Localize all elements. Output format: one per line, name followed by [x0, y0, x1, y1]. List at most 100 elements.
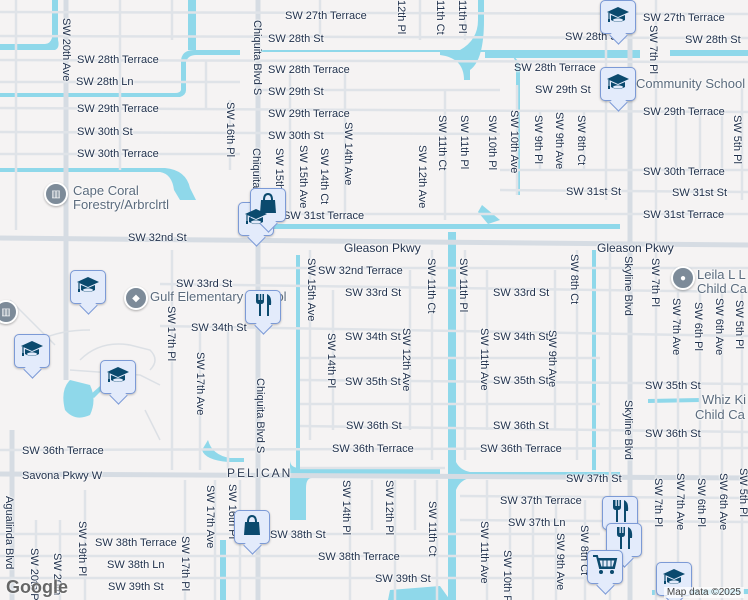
street-label-vertical: SW 15th Ave: [297, 145, 309, 209]
museum-icon[interactable]: ▥: [0, 300, 18, 324]
street-label: SW 29th St: [535, 84, 591, 96]
street-label: SW 33rd St: [345, 287, 402, 299]
street-label: SW 35th St: [493, 375, 549, 387]
street-label: SW 39th St: [108, 581, 164, 593]
street-label: SW 37th Terrace: [500, 495, 582, 507]
street-label: SW 38th St: [270, 529, 326, 541]
graduation-cap-icon: [20, 339, 44, 364]
school-pin[interactable]: [100, 360, 136, 394]
graduation-cap-icon: [606, 72, 630, 97]
place-icon[interactable]: ●: [671, 266, 695, 290]
street-label: SW 29th Terrace: [77, 103, 159, 115]
street-label: SW 34th St: [191, 322, 247, 334]
street-label: SW 39th St: [375, 573, 431, 585]
street-label: SW 33rd St: [493, 287, 550, 299]
street-label-vertical: SW 11th Pl: [457, 258, 469, 313]
street-label-vertical: SW 12th Pl: [383, 480, 395, 536]
street-label-vertical: SW 15th Ave: [305, 258, 317, 322]
school-pin[interactable]: [600, 67, 636, 101]
street-label-vertical: SW 8th Ct: [575, 115, 587, 166]
street-label: SW 35th St: [645, 380, 701, 392]
street-label-vertical: SW 17th Ave: [194, 352, 206, 416]
street-label: SW 30th St: [268, 130, 324, 142]
street-label: SW 36th St: [645, 428, 701, 440]
street-label-vertical: SW 8th Ct: [568, 254, 580, 305]
street-label-vertical: SW 5th Pl: [733, 300, 745, 349]
street-label-vertical: Skyline Blvd: [622, 256, 634, 316]
street-label: SW 30th St: [77, 126, 133, 138]
street-label-vertical: SW 17th Pl: [165, 306, 177, 362]
street-label-vertical: SW 11th Ct: [425, 258, 437, 314]
street-label: SW 36th Terrace: [480, 443, 562, 455]
grocery-pin[interactable]: [587, 550, 623, 584]
street-label-vertical: SW 6th Ave: [713, 298, 725, 356]
fork-knife-icon: [253, 293, 273, 322]
street-label-vertical: SW 7th Ave: [674, 473, 686, 531]
street-label: SW 27th Terrace: [643, 12, 725, 24]
street-label-vertical: 11th Ct: [434, 0, 446, 35]
street-label-vertical: SW 11th Ave: [478, 521, 490, 584]
poi-label: Community School: [636, 76, 746, 91]
street-label-vertical: SW 7th Pl: [647, 25, 659, 74]
school-pin[interactable]: [70, 270, 106, 304]
neighborhood-label: PELICAN: [227, 466, 293, 480]
street-label: SW 31st St: [566, 186, 622, 198]
street-label-vertical: SW 11th Pl: [458, 115, 470, 170]
street-label: SW 35th St: [345, 376, 401, 388]
street-label-vertical: SW 9th Pl: [532, 115, 544, 164]
street-label-vertical: Skyline Blvd: [622, 400, 634, 460]
restaurant-pin[interactable]: [606, 523, 642, 557]
graduation-cap-icon: [76, 275, 100, 300]
poi-label: Forestry/Arbrclrtl: [73, 197, 170, 212]
street-label: SW 28th St: [268, 33, 324, 45]
map-attribution[interactable]: Map data ©2025: [663, 587, 744, 598]
street-label-vertical: SW 6th Ave: [717, 473, 729, 531]
poi-label: Leila L L: [697, 267, 746, 282]
street-label: SW 30th Terrace: [643, 166, 725, 178]
fork-knife-icon: [614, 526, 634, 555]
street-label-vertical: SW 6th Pl: [692, 302, 704, 351]
street-label: SW 27th Terrace: [285, 10, 367, 22]
street-label: SW 28th St: [685, 34, 741, 46]
street-label-vertical: SW 16th Pl: [224, 102, 236, 158]
street-label-vertical: SW 12th Ave: [416, 145, 428, 209]
street-label-vertical: Chiquita Blvd S: [254, 378, 266, 454]
school-pin[interactable]: [14, 334, 50, 368]
street-label-vertical: SW 14th Ct: [318, 148, 330, 205]
street-label-vertical: SW 14th Pl: [340, 480, 352, 536]
street-label-vertical: SW 19th Pl: [76, 521, 88, 577]
street-label-vertical: SW 9th Ave: [554, 533, 566, 591]
street-label-vertical: SW 7th Pl: [652, 478, 664, 527]
street-label-vertical: Chiquita: [250, 148, 262, 189]
shopping-pin[interactable]: [234, 510, 270, 544]
school-pin[interactable]: [600, 0, 636, 34]
street-label-vertical: SW 10th Pl: [486, 115, 498, 171]
restaurant-pin[interactable]: [245, 290, 281, 324]
street-label-vertical: SW 10th Ave: [508, 110, 520, 174]
school-icon[interactable]: ◆: [124, 286, 148, 310]
street-label: SW 31st Terrace: [283, 210, 365, 222]
shopping-bag-icon: [258, 192, 278, 219]
street-label-vertical: SW 20th Ave: [60, 18, 72, 82]
street-label-vertical: SW 11th Ct: [436, 115, 448, 171]
museum-icon[interactable]: ▥: [44, 182, 68, 206]
major-road-label: Gleason Pkwy: [344, 241, 421, 255]
street-label: SW 29th St: [268, 86, 324, 98]
street-label: SW 38th Terrace: [318, 551, 400, 563]
street-label: SW 31st Terrace: [643, 209, 725, 221]
street-label: SW 38th Terrace: [95, 537, 177, 549]
street-label-vertical: SW 9th Ave: [546, 330, 558, 388]
poi-label: Cape Coral: [73, 183, 139, 198]
graduation-cap-icon: [106, 365, 130, 390]
street-label: SW 28th Ln: [76, 76, 134, 88]
street-label: SW 33rd St: [176, 278, 233, 290]
street-label-vertical: SW 5th Pl: [737, 468, 748, 517]
street-label-vertical: SW 5th Pl: [731, 115, 743, 164]
shopping-bag-icon: [242, 514, 262, 541]
street-label-vertical: SW 10th Pl: [501, 550, 513, 600]
street-label-vertical: SW 17th Ave: [204, 485, 216, 549]
graduation-cap-icon: [662, 567, 686, 592]
street-label: SW 29th Terrace: [268, 108, 350, 120]
google-logo: Google: [6, 577, 68, 597]
